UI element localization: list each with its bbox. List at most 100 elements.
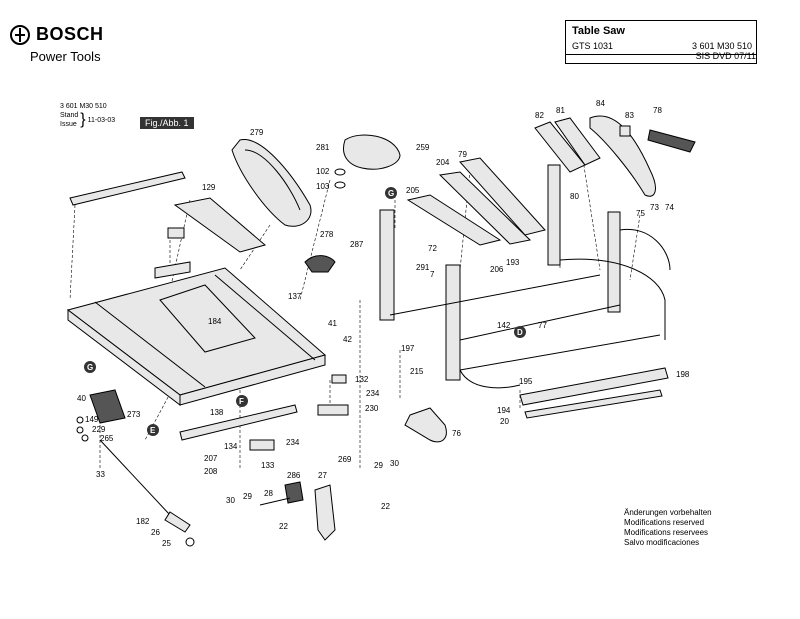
dvd-label: SIS DVD 07/11	[695, 51, 756, 61]
part-label: 198	[676, 370, 690, 379]
callout-g-left: G	[84, 361, 96, 373]
part-label: 73	[650, 203, 659, 212]
part-label: 194	[497, 406, 511, 415]
brand-name: BOSCH	[36, 24, 104, 44]
part-label: 29	[243, 492, 252, 501]
part-label: 129	[202, 183, 216, 192]
note-de: Änderungen vorbehalten	[624, 508, 712, 517]
callout-e: E	[147, 424, 159, 436]
part-label: 207	[204, 454, 218, 463]
clamp-part	[304, 255, 336, 273]
note-fr: Modifications reservees	[624, 528, 709, 537]
elevation-parts	[259, 481, 336, 541]
brand-subtitle: Power Tools	[30, 49, 101, 64]
title-divider	[566, 54, 756, 55]
drawing-meta: 3 601 M30 510 Stand Issue } 11-03-03	[60, 103, 116, 128]
svg-text:G: G	[388, 189, 394, 198]
svg-text:F: F	[239, 397, 244, 406]
product-name: Table Saw	[572, 25, 625, 37]
part-label: 204	[436, 158, 450, 167]
part-label: 234	[286, 438, 300, 447]
part-label: 81	[556, 106, 565, 115]
part-label: 265	[100, 434, 114, 443]
bosch-logo: BOSCH	[10, 24, 104, 45]
front-parts	[89, 389, 349, 441]
part-label: 269	[338, 455, 352, 464]
part-label: 22	[279, 522, 288, 531]
callout-d: D	[514, 326, 526, 338]
part-label: 77	[538, 321, 547, 330]
fence-assembly	[406, 157, 546, 246]
part-label: 206	[490, 265, 504, 274]
part-label: 291	[416, 263, 430, 272]
part-label: 230	[365, 404, 379, 413]
part-label: 78	[653, 106, 662, 115]
part-label: 40	[77, 394, 86, 403]
part-label: 195	[519, 377, 533, 386]
blade-guard	[231, 139, 312, 227]
part-label: 193	[506, 258, 520, 267]
meta-date: 11-03-03	[87, 116, 116, 124]
part-label: 28	[264, 489, 273, 498]
part-label: 76	[452, 429, 461, 438]
part-label: 27	[318, 471, 327, 480]
part-label: 72	[428, 244, 437, 253]
svg-text:E: E	[150, 426, 156, 435]
modification-notes: Änderungen vorbehalten Modifications res…	[624, 508, 712, 548]
title-block: Table Saw GTS 1031 3 601 M30 510	[565, 20, 757, 64]
part-label: 259	[416, 143, 430, 152]
part-label: 281	[316, 143, 330, 152]
svg-text:G: G	[87, 363, 93, 372]
part-label: 134	[224, 442, 238, 451]
part-label: 102	[316, 167, 330, 176]
support-foot	[404, 407, 447, 443]
part-label: 234	[366, 389, 380, 398]
bottom-rails	[519, 367, 669, 419]
part-label: 22	[381, 502, 390, 511]
meta-issue: Issue	[60, 121, 77, 128]
part-label: 215	[410, 367, 424, 376]
part-label: 41	[328, 319, 337, 328]
part-label: 74	[665, 203, 674, 212]
part-label: 42	[343, 335, 352, 344]
handle-parts	[534, 115, 696, 197]
note-es: Salvo modificaciones	[624, 538, 700, 547]
part-label: 30	[226, 496, 235, 505]
rail-part-top	[69, 171, 186, 206]
part-label: 182	[136, 517, 150, 526]
riving-knife-assembly	[334, 134, 401, 189]
part-label: 278	[320, 230, 334, 239]
part-label: 33	[96, 470, 105, 479]
part-label: 149	[85, 415, 99, 424]
part-label: 287	[350, 240, 364, 249]
shaft	[99, 439, 195, 547]
part-label: 75	[636, 209, 645, 218]
part-label: 184	[208, 317, 222, 326]
stand-frame	[379, 164, 671, 389]
bosch-armature-icon	[10, 24, 30, 45]
meta-ref: 3 601 M30 510	[60, 103, 107, 110]
part-label: 20	[500, 417, 509, 426]
part-label: 197	[401, 344, 415, 353]
meta-stand: Stand	[60, 112, 79, 119]
part-label: 7	[430, 270, 435, 279]
part-label: 79	[458, 150, 467, 159]
part-label: 83	[625, 111, 634, 120]
rip-plate	[173, 197, 267, 253]
part-label: 80	[570, 192, 579, 201]
part-label: 229	[92, 425, 106, 434]
figure-badge: Fig./Abb. 1	[140, 117, 194, 129]
part-label: 84	[596, 99, 605, 108]
svg-text:D: D	[517, 328, 523, 337]
part-labels: 279 281 102 103 129 278 259 204 79 205 2…	[77, 99, 690, 548]
part-label: 286	[287, 471, 301, 480]
part-label: 138	[210, 408, 224, 417]
part-label: 142	[497, 321, 511, 330]
part-label: 103	[316, 182, 330, 191]
part-label: 137	[288, 292, 302, 301]
part-label: 30	[390, 459, 399, 468]
part-label: 25	[162, 539, 171, 548]
part-label: 132	[355, 375, 369, 384]
part-label: 26	[151, 528, 160, 537]
